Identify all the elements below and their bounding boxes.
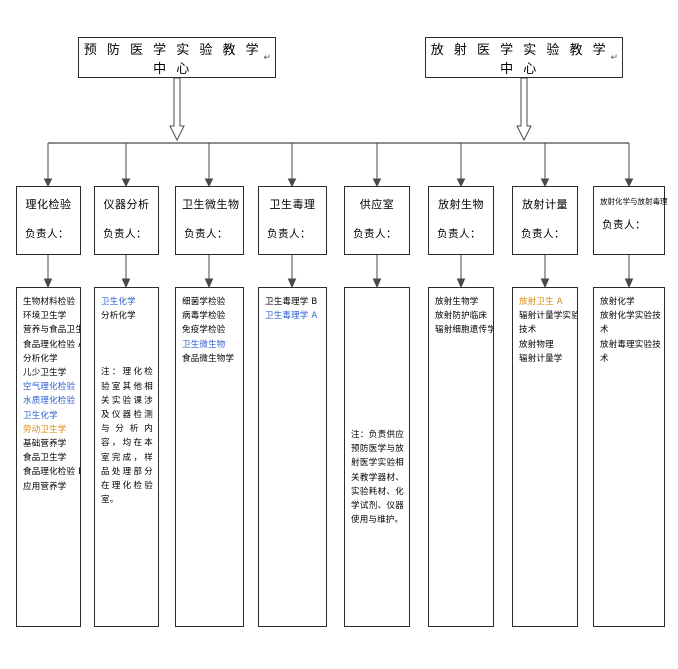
center-node-radiation-medicine[interactable]: 放 射 医 学 实 验 教 学 中 心↵ <box>425 37 623 78</box>
course-item: 卫生化学 <box>23 410 58 421</box>
course-item: 术 <box>600 353 609 364</box>
dept-node-hygiene-toxicology[interactable]: 卫生毒理 负责人： <box>258 186 327 255</box>
course-item: 辐射细胞遗传学 <box>435 325 494 336</box>
course-list: 放射化学放射化学实验技术放射毒理实验技术 <box>600 295 661 366</box>
course-list-radiation-biology[interactable]: 放射生物学放射防护临床辐射细胞遗传学 <box>428 287 494 627</box>
course-item: 食品理化检验 A <box>23 339 81 350</box>
dept-node-hygiene-microbiology[interactable]: 卫生微生物 负责人： <box>175 186 244 255</box>
course-item: 卫生毒理学 A <box>265 311 318 322</box>
course-item: 营养与食品卫生 <box>23 325 81 336</box>
course-list: 卫生毒理学 B 卫生毒理学 A <box>265 295 321 323</box>
course-item: 病毒学检验 <box>182 311 226 322</box>
dept-title: 卫生毒理 <box>269 198 316 211</box>
dept-title: 供应室 <box>359 198 395 211</box>
course-item: 分析化学 <box>23 353 58 364</box>
course-item: 术 <box>600 325 609 336</box>
course-item: 辐射计量学实验 <box>519 311 578 322</box>
course-item: 生物材料检验 <box>23 297 76 307</box>
course-item: 细菌学检验 <box>182 297 226 307</box>
course-list: 卫生化学分析化学 <box>101 295 153 323</box>
dept-node-rad-chem-toxicology[interactable]: 放射化学与放射毒理 负责人： <box>593 186 668 255</box>
center-node-preventive-medicine[interactable]: 预 防 医 学 实 验 教 学 中 心↵ <box>78 37 276 78</box>
course-item: 放射化学 <box>600 297 635 307</box>
dept-owner-label: 负责人： <box>267 228 311 240</box>
course-item: 放射毒理实验技 <box>600 339 661 350</box>
course-item: 食品卫生学 <box>23 453 67 464</box>
course-list-phys-chem-test[interactable]: 生物材料检验环境卫生学营养与食品卫生食品理化检验 A 分析化学儿少卫生学空气理化检… <box>16 287 81 627</box>
paragraph-mark-icon: ↵ <box>263 52 271 63</box>
dept-title: 放射计量 <box>522 198 568 211</box>
course-item: 空气理化检验 <box>23 382 76 393</box>
dept-title: 卫生微生物 <box>182 198 240 211</box>
dept-node-instrument-analysis[interactable]: 仪器分析 负责人： <box>94 186 159 255</box>
course-item: 劳动卫生学 <box>23 424 67 435</box>
course-item: 放射化学实验技 <box>600 311 661 322</box>
course-item: 放射生物学 <box>435 297 479 307</box>
dept-title: 理化检验 <box>25 198 72 211</box>
course-list: 生物材料检验环境卫生学营养与食品卫生食品理化检验 A 分析化学儿少卫生学空气理化检… <box>23 295 81 494</box>
paragraph-mark-icon: ↵ <box>610 52 618 63</box>
course-item: 食品微生物学 <box>182 353 235 364</box>
center-title-preventive-medicine: 预 防 医 学 实 验 教 学 中 心 <box>83 42 262 77</box>
course-item: 免疫学检验 <box>182 325 226 336</box>
dept-owner-label: 负责人： <box>521 228 565 240</box>
course-list-hygiene-toxicology[interactable]: 卫生毒理学 B 卫生毒理学 A <box>258 287 327 627</box>
course-item: 放射物理 <box>519 339 554 350</box>
course-item: 放射防护临床 <box>435 311 488 322</box>
dept-node-radiation-dosimetry[interactable]: 放射计量 负责人： <box>512 186 578 255</box>
course-item: 辐射计量学 <box>519 353 563 364</box>
course-list: 放射生物学放射防护临床辐射细胞遗传学 <box>435 295 494 338</box>
course-list-hygiene-microbiology[interactable]: 细菌学检验病毒学检验免疫学检验卫生微生物食品微生物学 <box>175 287 244 627</box>
course-item: 儿少卫生学 <box>23 368 67 379</box>
course-list-instrument-analysis[interactable]: 卫生化学分析化学 注：理化检验室其他相关实验课涉及仪器检测与分析内容，均在本室完… <box>94 287 159 627</box>
course-list-rad-chem-toxicology[interactable]: 放射化学放射化学实验技术放射毒理实验技术 <box>593 287 665 627</box>
course-item: 分析化学 <box>101 311 136 322</box>
course-list-radiation-dosimetry[interactable]: 放射卫生 A 辐射计量学实验技术放射物理辐射计量学 <box>512 287 578 627</box>
course-item: 卫生毒理学 B <box>265 297 318 307</box>
course-item: 应用营养学 <box>23 481 67 492</box>
dept-title: 放射生物 <box>438 198 484 211</box>
course-list-note: 注：理化检验室其他相关实验课涉及仪器检测与分析内容，均在本室完成，样品处理部分在… <box>101 367 153 506</box>
dept-owner-label: 负责人： <box>103 228 147 240</box>
course-item: 放射卫生 A <box>519 297 563 307</box>
course-item: 水质理化检验 <box>23 396 76 407</box>
course-item: 基础营养学 <box>23 439 67 450</box>
dept-node-radiation-biology[interactable]: 放射生物 负责人： <box>428 186 494 255</box>
course-list-supply-room[interactable]: 注：负责供应预防医学与放射医学实验相关教学器材、实验耗材、化学试剂、仪器使用与维… <box>344 287 410 627</box>
dept-owner-label: 负责人： <box>353 228 397 240</box>
dept-node-phys-chem-test[interactable]: 理化检验 负责人： <box>16 186 81 255</box>
dept-title: 仪器分析 <box>103 198 150 211</box>
course-list: 放射卫生 A 辐射计量学实验技术放射物理辐射计量学 <box>519 295 578 366</box>
dept-owner-label: 负责人： <box>25 228 69 240</box>
course-item: 技术 <box>519 325 537 336</box>
dept-node-supply-room[interactable]: 供应室 负责人： <box>344 186 410 255</box>
center-title-radiation-medicine: 放 射 医 学 实 验 教 学 中 心 <box>430 42 609 77</box>
dept-owner-label: 负责人： <box>184 228 228 240</box>
dept-title: 放射化学与放射毒理 <box>600 197 668 206</box>
course-item: 食品理化检验 B <box>23 467 81 478</box>
course-list: 细菌学检验病毒学检验免疫学检验卫生微生物食品微生物学 <box>182 295 238 366</box>
dept-owner-label: 负责人： <box>437 228 481 240</box>
dept-owner-label: 负责人： <box>602 219 646 231</box>
course-item: 卫生微生物 <box>182 339 226 350</box>
course-item: 环境卫生学 <box>23 311 67 322</box>
course-item: 卫生化学 <box>101 297 136 307</box>
course-list-note: 注：负责供应预防医学与放射医学实验相关教学器材、实验耗材、化学试剂、仪器使用与维… <box>351 430 404 526</box>
